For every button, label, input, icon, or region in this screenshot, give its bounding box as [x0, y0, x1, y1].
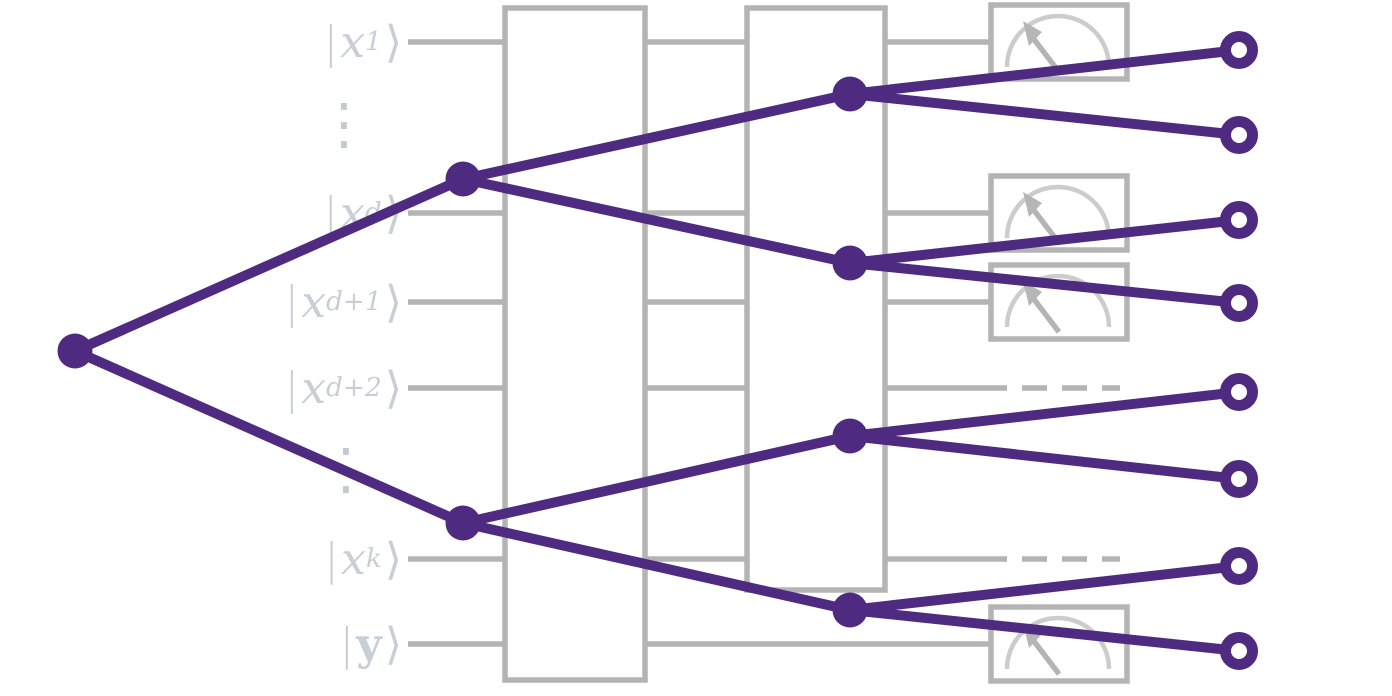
unitary-block-1: [502, 5, 648, 683]
tree-edge: [461, 174, 852, 268]
tree-leaf-node: [1220, 373, 1258, 411]
state-variable: y: [356, 618, 382, 670]
tree-root-node: [57, 333, 93, 369]
state-variable: x: [301, 276, 327, 328]
tree-leaf-node: [1220, 201, 1258, 239]
bra-symbol: |: [339, 618, 355, 670]
tree-node: [832, 592, 868, 628]
bra-symbol: |: [284, 362, 300, 414]
tree-edge: [849, 258, 1240, 308]
tree-node: [445, 505, 481, 541]
meter-icon-y: [991, 607, 1127, 681]
bra-symbol: |: [324, 533, 339, 585]
state-variable: x: [340, 16, 366, 68]
tree-edges: [72, 45, 1240, 656]
tree-leaf-node: [1220, 460, 1258, 498]
tree-edge: [849, 387, 1240, 441]
tree-edge: [461, 89, 852, 184]
ket-symbol: ⟩: [384, 16, 402, 68]
state-variable: x: [341, 533, 366, 585]
ket-symbol: ⟩: [384, 533, 402, 585]
tree-node: [445, 161, 481, 197]
tree-node: [832, 76, 868, 112]
tree-edge: [849, 45, 1240, 99]
tree-leaf-node: [1220, 116, 1258, 154]
tree-node: [832, 418, 868, 454]
tree-edge: [849, 89, 1240, 140]
dashed-wires: [1022, 385, 1120, 562]
tree-edge: [849, 605, 1240, 656]
tree-edge: [72, 346, 466, 528]
tree-edge: [461, 431, 852, 528]
tree-leaf-nodes: [1220, 31, 1258, 670]
tree-node: [832, 245, 868, 281]
circuit-wires: [408, 39, 1007, 647]
tree-edge: [72, 174, 466, 356]
ket-symbol: ⟩: [384, 618, 402, 670]
ket-symbol: ⟩: [384, 362, 402, 414]
bra-symbol: |: [323, 16, 339, 68]
tree-internal-nodes: [57, 76, 868, 628]
ket-symbol: ⟩: [384, 276, 402, 328]
bra-symbol: |: [323, 187, 339, 239]
tree-leaf-node: [1220, 284, 1258, 322]
tree-leaf-node: [1220, 31, 1258, 69]
tree-leaf-node: [1220, 632, 1258, 670]
tree-edge: [849, 561, 1240, 615]
bra-symbol: |: [284, 276, 300, 328]
tree-edge: [461, 518, 852, 615]
tree-edge: [849, 215, 1240, 268]
state-variable: x: [301, 362, 327, 414]
qubit-label-y: |y⟩: [130, 609, 402, 679]
tree-leaf-node: [1220, 547, 1258, 585]
tree-edge: [849, 431, 1240, 484]
